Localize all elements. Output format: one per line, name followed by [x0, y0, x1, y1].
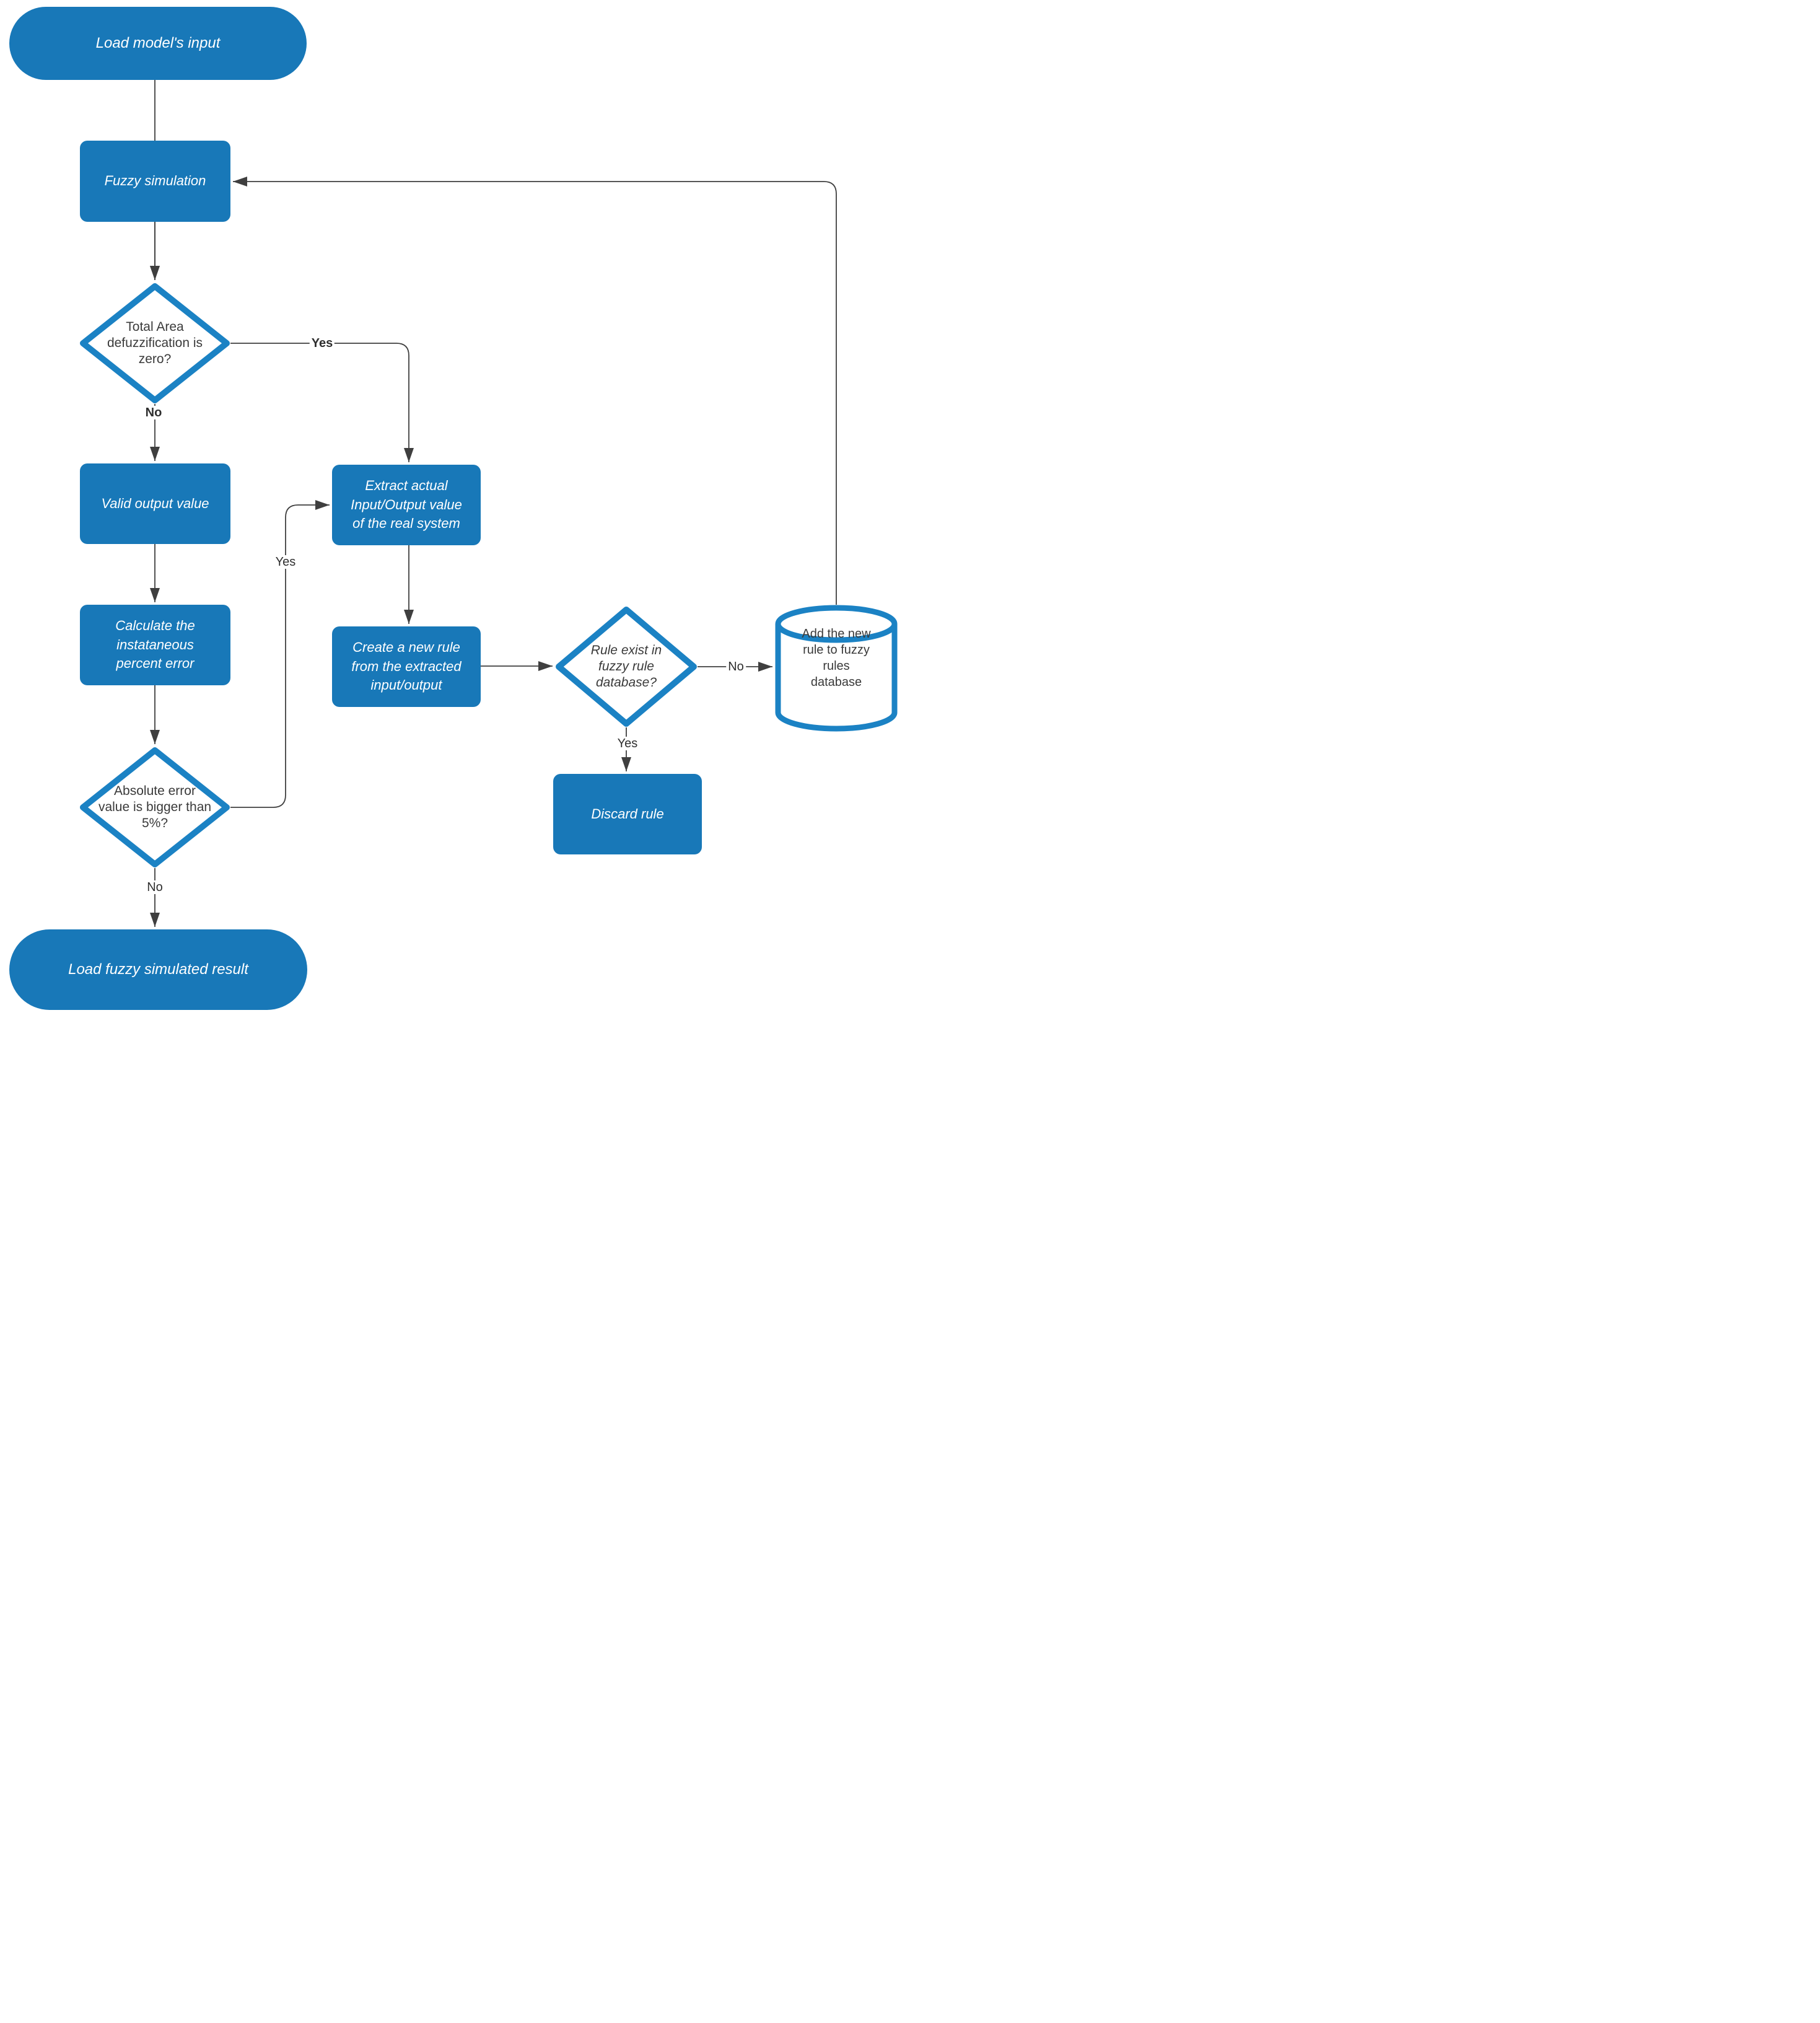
- database-cylinder-icon: [775, 605, 898, 732]
- node-fuzzy-simulation-label: Fuzzy simulation: [104, 173, 206, 189]
- connector-layer: [150, 80, 837, 927]
- edge-label-abs-error-no: No: [145, 880, 165, 894]
- edge-label-abs-error-yes: Yes: [273, 555, 298, 569]
- diamond-shape: [80, 747, 230, 867]
- node-end-label: Load fuzzy simulated result: [68, 961, 248, 978]
- connector-database-to-fuzzy-feedback: [233, 177, 837, 605]
- node-discard-rule-label: Discard rule: [591, 805, 664, 822]
- connector-abs-error-yes-to-extract: [230, 500, 330, 808]
- node-valid-output: Valid output value: [80, 463, 230, 544]
- node-add-rule-database: Add the new rule to fuzzy rules database: [775, 605, 898, 732]
- node-end: Load fuzzy simulated result: [9, 929, 307, 1010]
- diamond-shape: [80, 283, 230, 403]
- edge-label-rule-exists-yes: Yes: [615, 737, 640, 750]
- node-start-label: Load model's input: [95, 35, 221, 52]
- flowchart-canvas: Load model's input Fuzzy simulation Tota…: [0, 0, 910, 1012]
- node-valid-output-label: Valid output value: [101, 495, 209, 511]
- node-total-area-decision: Total Area defuzzification is zero?: [79, 283, 230, 404]
- diamond-shape: [556, 607, 697, 727]
- node-calc-error: Calculate the instataneous percent error: [80, 605, 230, 685]
- node-create-rule-label: Create a new rule from the extracted inp…: [351, 639, 462, 693]
- node-abs-error-decision: Absolute error value is bigger than 5%?: [79, 747, 230, 868]
- node-discard-rule: Discard rule: [553, 774, 702, 854]
- node-extract-actual-label: Extract actual Input/Output value of the…: [351, 477, 462, 532]
- node-extract-actual: Extract actual Input/Output value of the…: [332, 465, 481, 545]
- node-calc-error-label: Calculate the instataneous percent error: [115, 617, 195, 672]
- node-create-rule: Create a new rule from the extracted inp…: [332, 626, 481, 707]
- node-abs-error-decision-label: Absolute error value is bigger than 5%?: [98, 783, 212, 831]
- edge-label-total-area-no: No: [143, 406, 164, 419]
- edge-label-total-area-yes: Yes: [309, 336, 335, 350]
- edge-label-rule-exists-no: No: [726, 660, 746, 674]
- node-total-area-decision-label: Total Area defuzzification is zero?: [107, 319, 203, 367]
- node-rule-exists-decision: Rule exist in fuzzy rule database?: [555, 606, 698, 727]
- node-add-rule-database-label: Add the new rule to fuzzy rules database: [802, 627, 871, 689]
- node-rule-exists-decision-label: Rule exist in fuzzy rule database?: [590, 643, 662, 690]
- connector-total-area-yes-to-extract: [230, 343, 414, 462]
- node-start: Load model's input: [9, 7, 307, 80]
- node-fuzzy-simulation: Fuzzy simulation: [80, 141, 230, 222]
